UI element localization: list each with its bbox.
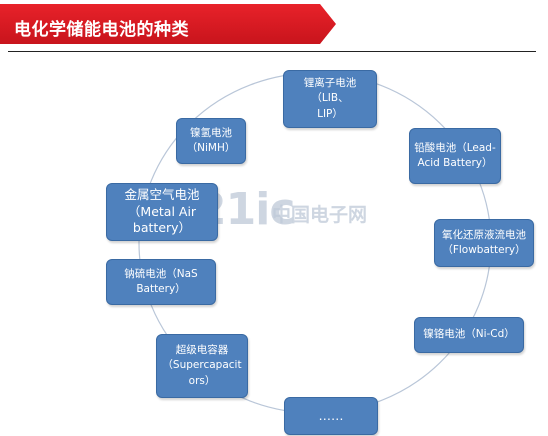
node-nickel-metal-hydride[interactable]: 镍氢电池 （NiMH） — [176, 118, 246, 164]
node-sodium-sulfur-line2: Battery） — [136, 283, 186, 295]
watermark-text: 中国电子网 — [272, 204, 368, 226]
node-lead-acid-line2: Acid Battery） — [417, 157, 493, 169]
node-nickel-cadmium-line1: 镍铬电池（Ni-Cd） — [423, 328, 515, 341]
node-supercapacitor-line3: ors） — [188, 374, 216, 387]
node-nickel-metal-hydride-line2: （NiMH） — [186, 142, 236, 154]
node-more-line1: …… — [318, 407, 344, 423]
node-flow-battery[interactable]: 氧化还原液流电池 （Flowbattery） — [434, 219, 534, 267]
node-lead-acid-line1: 铅酸电池（Lead- — [414, 141, 496, 154]
node-sodium-sulfur[interactable]: 钠硫电池（NaS Battery） — [106, 259, 216, 305]
node-metal-air[interactable]: 金属空气电池 （Metal Air battery） — [106, 183, 218, 241]
header-divider — [8, 51, 536, 52]
node-sodium-sulfur-line1: 钠硫电池（NaS — [124, 267, 198, 280]
node-metal-air-line2: （Metal Air — [127, 203, 197, 219]
node-supercapacitor[interactable]: 超级电容器 （Supercapacit ors） — [156, 334, 248, 398]
node-metal-air-line3: battery） — [132, 220, 192, 236]
node-flow-battery-line2: （Flowbattery） — [442, 244, 526, 256]
node-more[interactable]: …… — [284, 397, 378, 435]
node-metal-air-line1: 金属空气电池 — [124, 186, 200, 202]
node-lithium-ion-line2: LIP） — [317, 107, 343, 120]
node-lead-acid[interactable]: 铅酸电池（Lead- Acid Battery） — [409, 128, 501, 184]
page-title: 电化学储能电池的种类 — [14, 20, 189, 40]
node-nickel-metal-hydride-line1: 镍氢电池 — [189, 126, 232, 139]
node-supercapacitor-line1: 超级电容器 — [175, 344, 229, 357]
node-nickel-cadmium[interactable]: 镍铬电池（Ni-Cd） — [414, 317, 524, 353]
node-lithium-ion[interactable]: 锂离子电池（LIB、 LIP） — [283, 70, 377, 128]
title-banner: 电化学储能电池的种类 — [0, 4, 336, 44]
node-flow-battery-line1: 氧化还原液流电池 — [442, 228, 526, 241]
node-supercapacitor-line2: （Supercapacit — [162, 359, 242, 372]
node-lithium-ion-line1: 锂离子电池（LIB、 — [303, 77, 357, 105]
